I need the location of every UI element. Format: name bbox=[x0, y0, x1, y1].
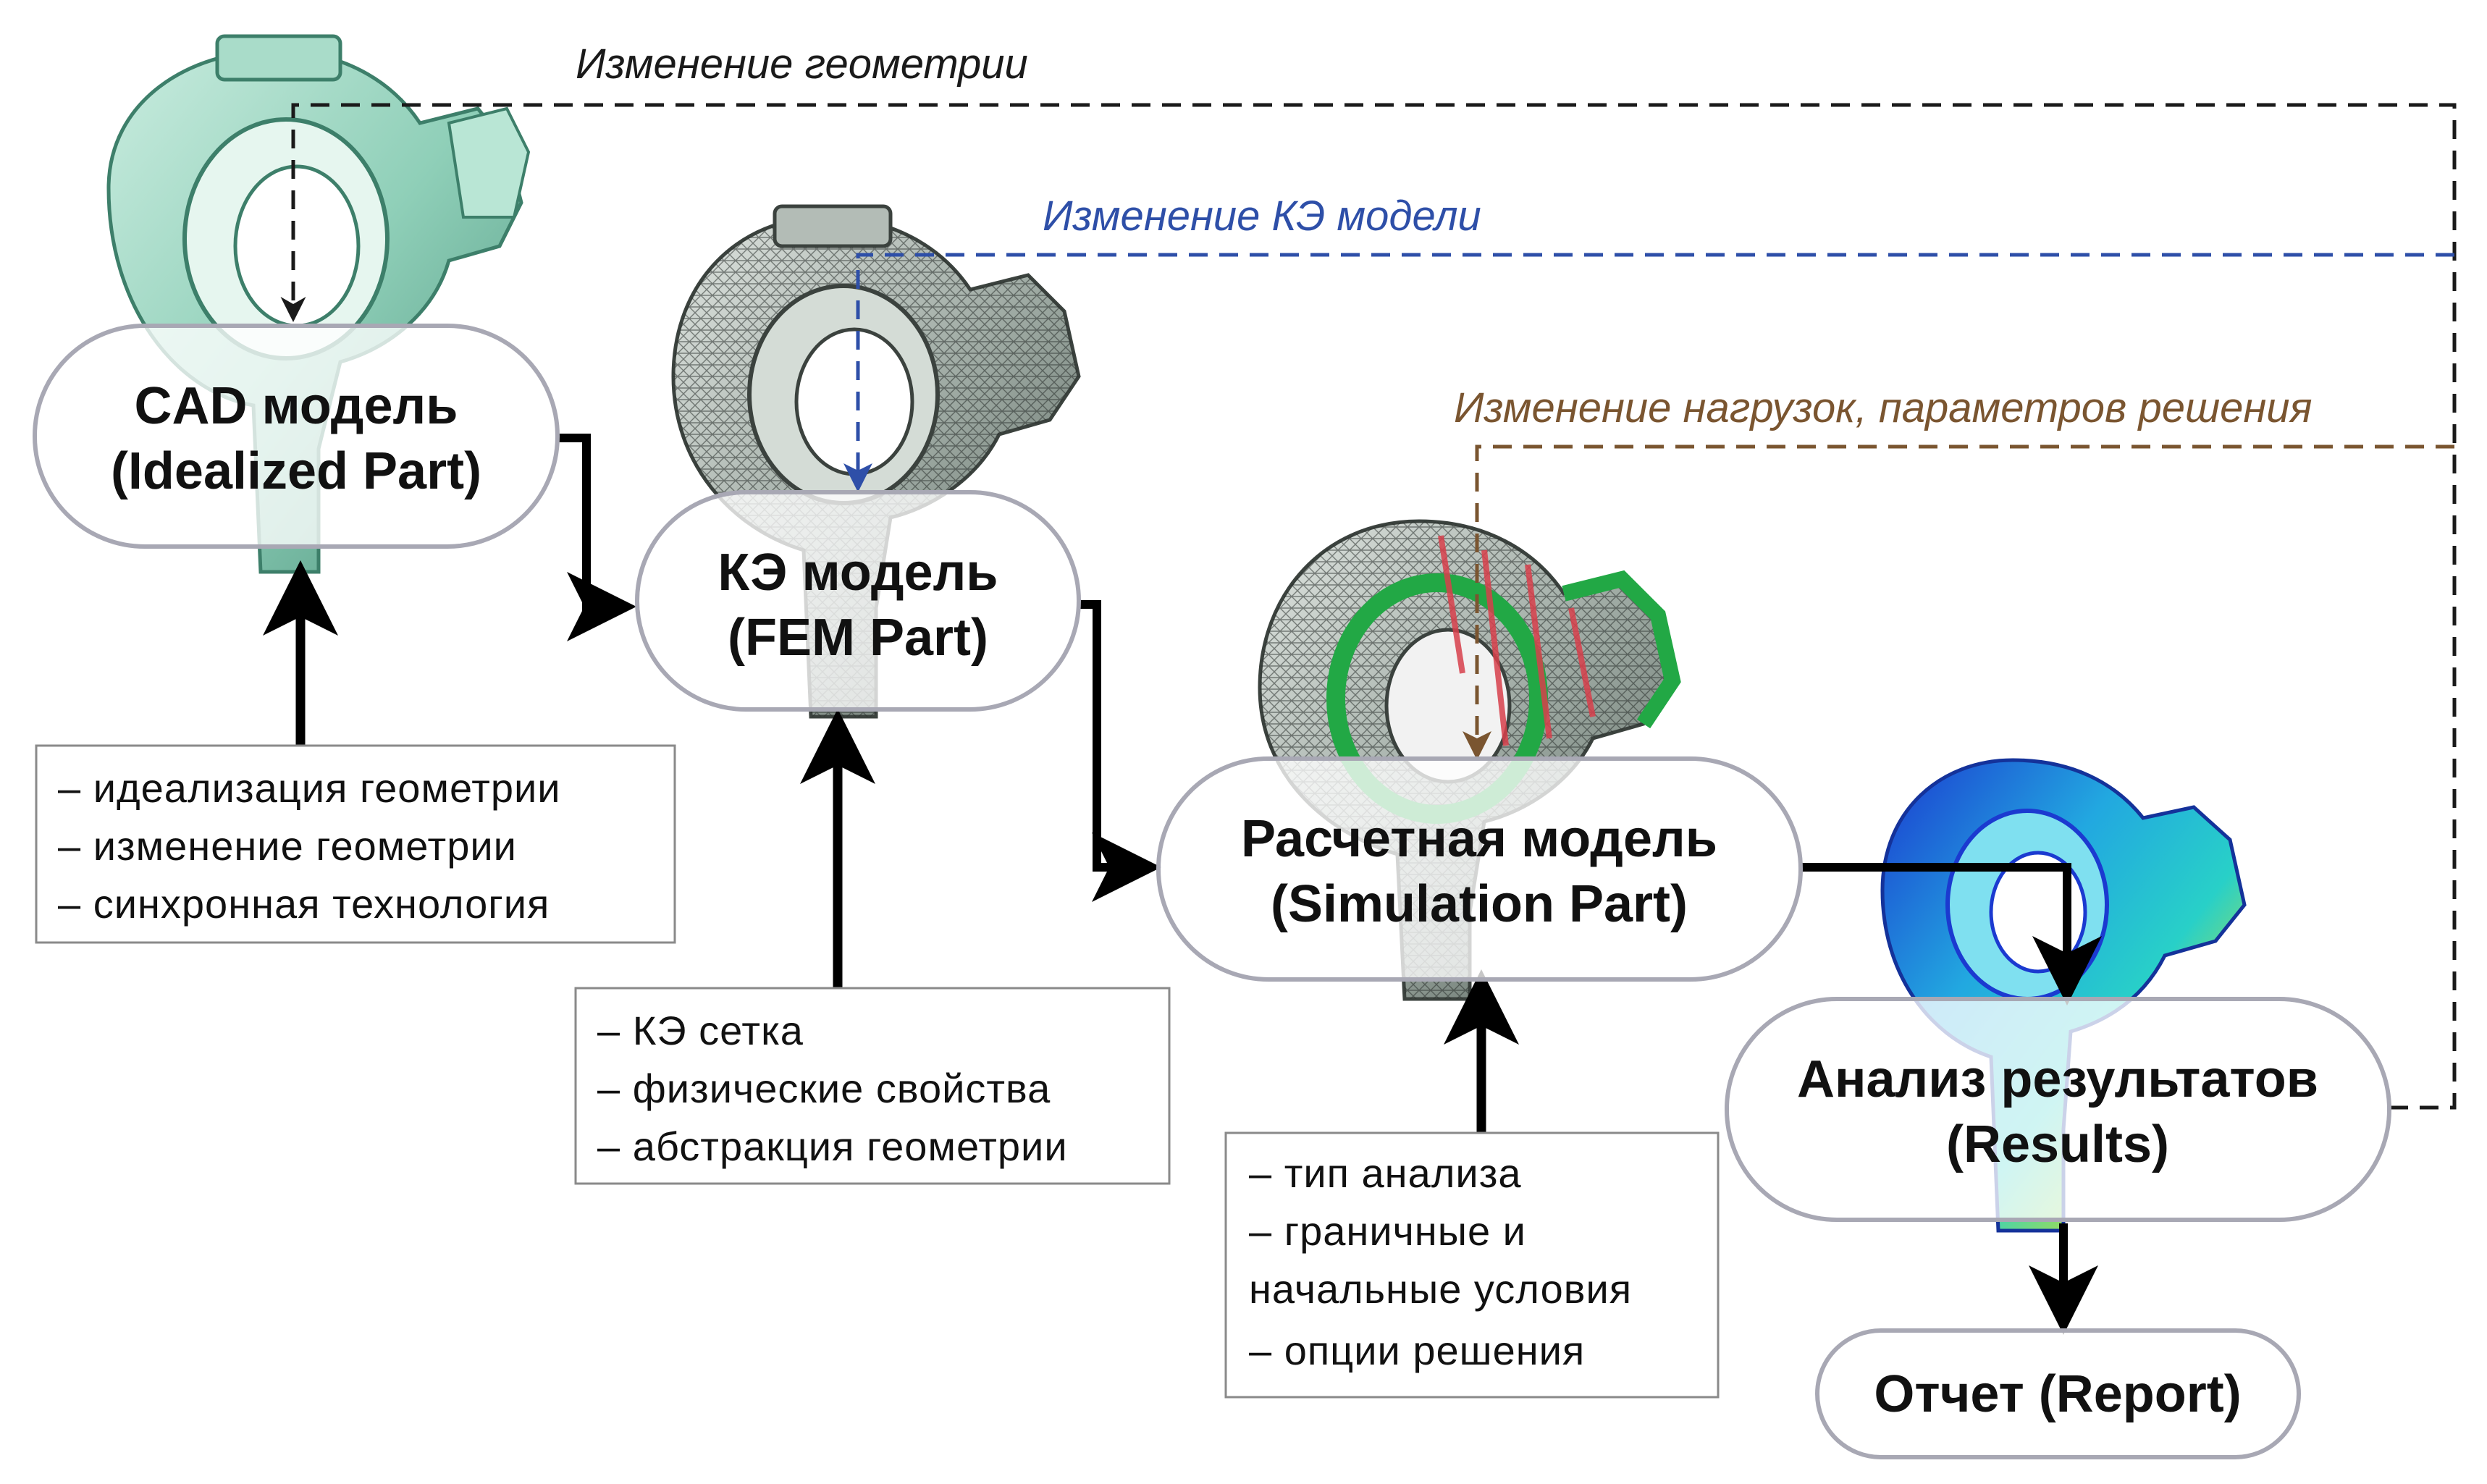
node-cad-title: CAD модель bbox=[134, 377, 458, 435]
flow-arrow-fem-to-sim bbox=[1079, 600, 1161, 902]
pump-housing-mesh-icon bbox=[671, 204, 1081, 719]
note-cad-line-3: – синхронная технология bbox=[58, 881, 550, 927]
note-box-sim: – тип анализа – граничные и начальные ус… bbox=[1224, 1131, 1720, 1399]
note-sim-line-1: – тип анализа bbox=[1249, 1150, 1522, 1196]
flow-arrow-cad-to-fem bbox=[557, 434, 636, 641]
node-report-title: Отчет (Report) bbox=[1874, 1365, 2241, 1423]
note-cad-line-1: – идеализация геометрии bbox=[58, 765, 561, 811]
note-fem-line-2: – физические свойства bbox=[597, 1066, 1051, 1111]
node-sim-title: Расчетная модель bbox=[1241, 810, 1717, 868]
node-cad-subtitle: (Idealized Part) bbox=[111, 442, 481, 500]
geometry-loop-line bbox=[280, 103, 2457, 1110]
geometry-loop-label: Изменение геометрии bbox=[576, 41, 1028, 88]
note-sim-line-2: – граничные и bbox=[1249, 1208, 1526, 1254]
loads-loop-line bbox=[1463, 444, 2454, 760]
note-box-cad: – идеализация геометрии – изменение геом… bbox=[35, 744, 676, 944]
fem-loop-label: Изменение КЭ модели bbox=[1043, 193, 1481, 240]
note-sim-line-4: – опции решения bbox=[1249, 1328, 1585, 1373]
node-results-title: Анализ результатов bbox=[1797, 1050, 2318, 1108]
note-sim-line-3: начальные условия bbox=[1249, 1266, 1632, 1312]
node-fem-title: КЭ модель bbox=[718, 544, 998, 602]
node-cad: CAD модель (Idealized Part) bbox=[33, 324, 560, 549]
note-fem-line-3: – абстракция геометрии bbox=[597, 1123, 1068, 1169]
node-sim: Расчетная модель (Simulation Part) bbox=[1156, 756, 1803, 982]
note-cad-line-2: – изменение геометрии bbox=[58, 823, 517, 869]
fem-loop-line bbox=[843, 253, 2454, 492]
note-fem-line-1: – КЭ сетка bbox=[597, 1008, 804, 1053]
flow-arrow-sim-to-results bbox=[1801, 863, 2102, 1006]
note-box-fem: – КЭ сетка – физические свойства – абстр… bbox=[574, 987, 1171, 1185]
node-fem: КЭ модель (FEM Part) bbox=[635, 490, 1081, 712]
node-results-subtitle: (Results) bbox=[1946, 1116, 2169, 1173]
node-fem-subtitle: (FEM Part) bbox=[728, 609, 988, 667]
loads-loop-label: Изменение нагрузок, параметров решения bbox=[1454, 384, 2313, 431]
node-sim-subtitle: (Simulation Part) bbox=[1271, 875, 1688, 933]
node-results: Анализ результатов (Results) bbox=[1725, 997, 2391, 1222]
pump-housing-cad-icon bbox=[106, 34, 531, 574]
node-report: Отчет (Report) bbox=[1815, 1328, 2301, 1459]
